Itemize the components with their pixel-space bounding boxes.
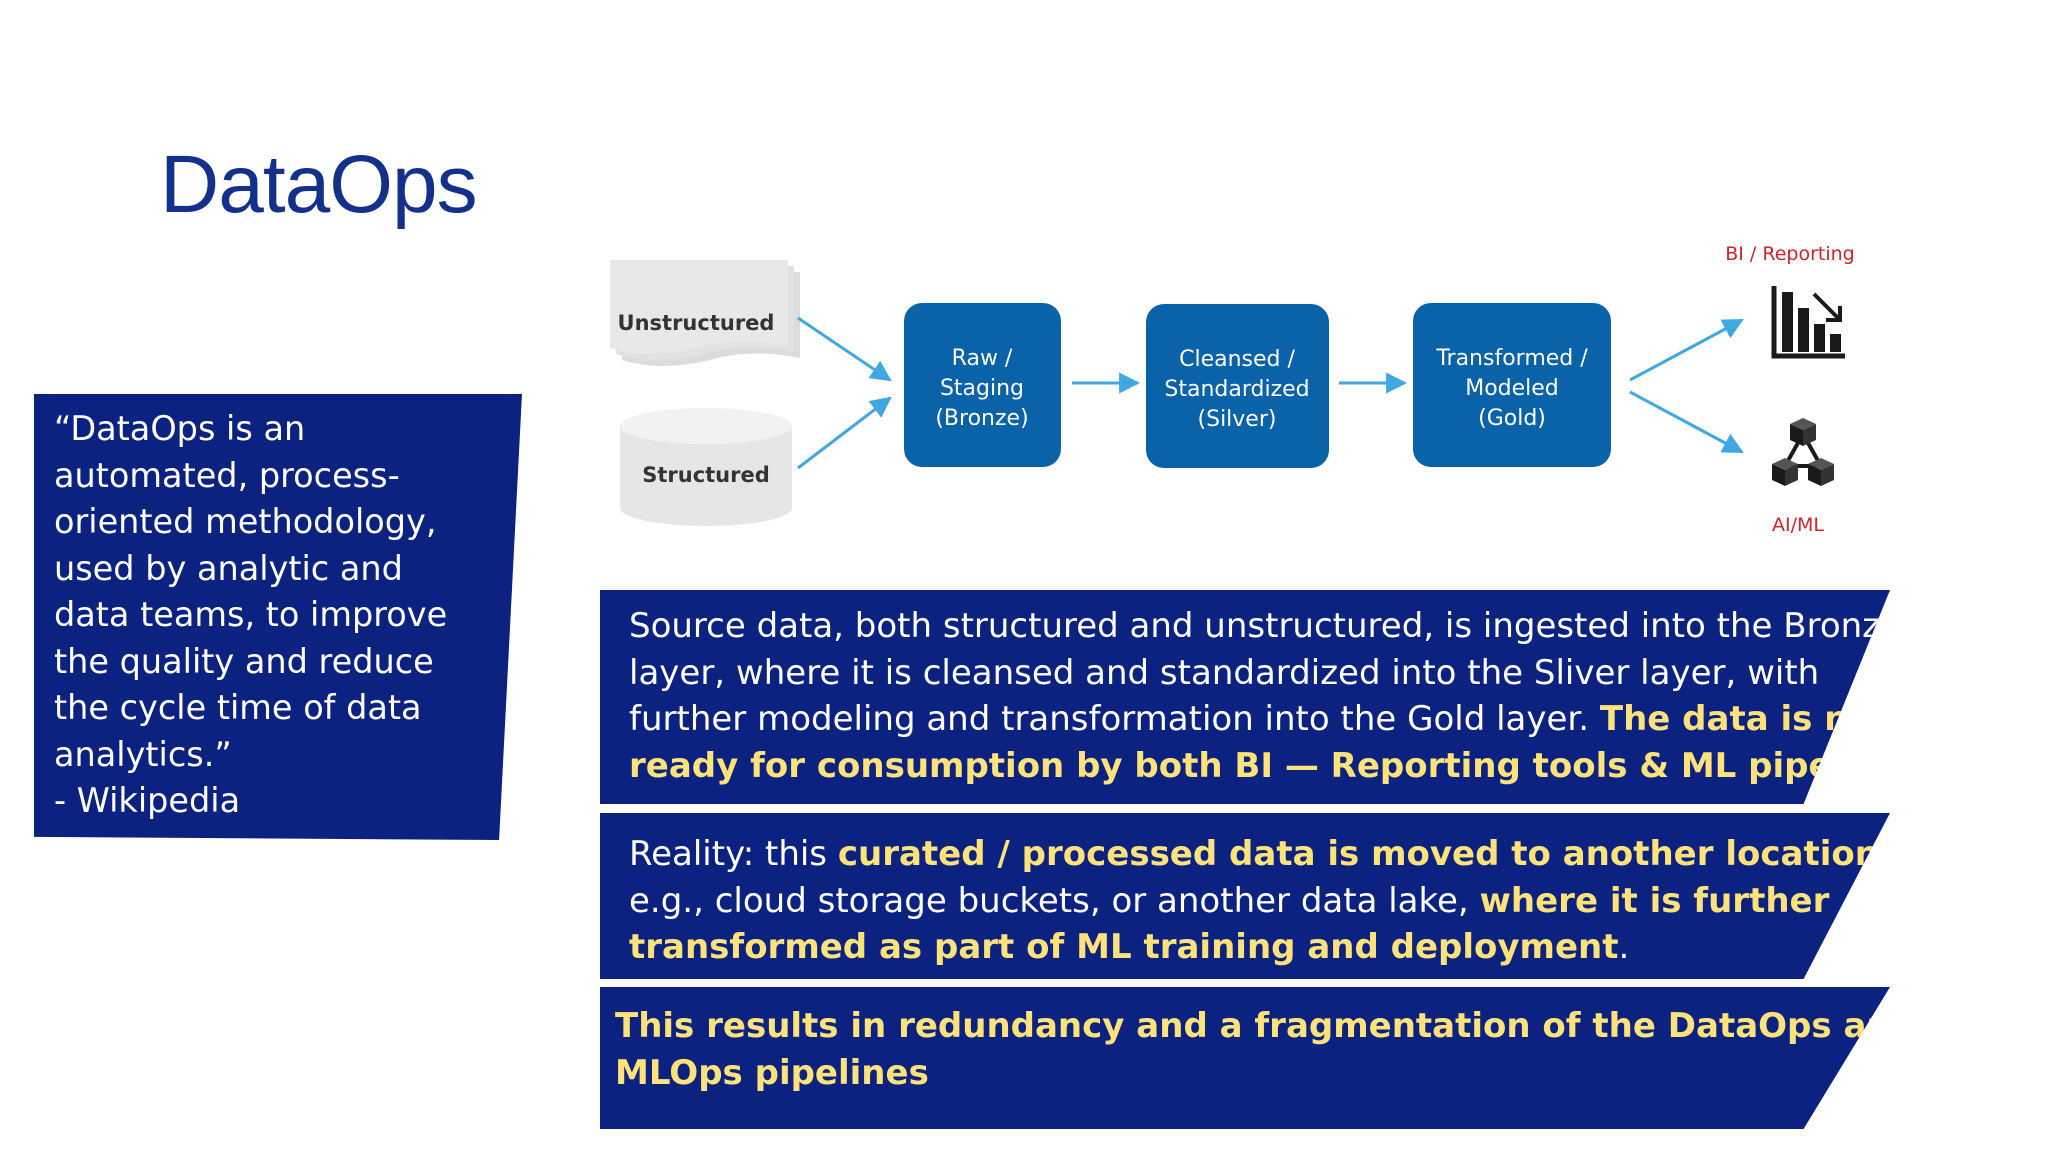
quote-line: “DataOps is an [54, 409, 306, 448]
bar-chart-icon [1771, 286, 1845, 359]
silver-label-3: (Silver) [1198, 407, 1277, 432]
bronze-label-1: Raw / [952, 346, 1013, 371]
network-cubes-icon [1772, 418, 1834, 486]
medallion-architecture-diagram: Unstructured Structured Raw / Staging (B… [610, 243, 1855, 536]
arrow-structured-to-bronze [797, 396, 892, 470]
unstructured-source: Unstructured [610, 260, 800, 366]
arrow-gold-to-aiml [1629, 390, 1744, 454]
quote-box: “DataOps is an automated, process- orien… [34, 394, 522, 840]
gold-label-1: Transformed / [1435, 346, 1588, 371]
stage-bronze: Raw / Staging (Bronze) [904, 303, 1061, 467]
paragraph-highlight: ready for consumption by both BI — Repor… [629, 745, 1936, 786]
bi-reporting-label: BI / Reporting [1725, 243, 1854, 265]
quote-attribution: - Wikipedia [54, 781, 241, 820]
stage-silver: Cleansed / Standardized (Silver) [1146, 304, 1329, 468]
paragraph-line: layer, where it is cleansed and standard… [629, 652, 1820, 693]
paragraph-highlight: This results in redundancy and a fragmen… [615, 1006, 1915, 1046]
explanation-box-medallion: Source data, both structured and unstruc… [600, 590, 1890, 804]
paragraph-text: further modeling and transformation into… [629, 699, 1600, 739]
unstructured-label: Unstructured [618, 311, 775, 335]
silver-label-1: Cleansed / [1179, 347, 1295, 372]
paragraph-line: Reality: this curated / processed data i… [629, 831, 1890, 878]
quote-line: data teams, to improve [54, 595, 448, 634]
gold-label-2: Modeled [1465, 376, 1559, 401]
quote-line: analytics.” [54, 734, 232, 774]
paragraph-highlight: transformed as part of ML training and d… [629, 927, 1619, 967]
silver-label-2: Standardized [1164, 377, 1309, 402]
paragraph-highlight: The data is now [1599, 699, 1904, 739]
slide-title: DataOps [160, 139, 478, 230]
arrow-gold-to-bi [1629, 318, 1744, 382]
gold-label-3: (Gold) [1478, 406, 1546, 431]
quote-line: used by analytic and [54, 548, 403, 588]
paragraph-line: further modeling and transformation into… [629, 696, 1890, 743]
quote-line: the quality and reduce [54, 641, 434, 681]
paragraph-line: Source data, both structured and unstruc… [629, 606, 1901, 646]
arrow-unstructured-to-bronze [797, 316, 892, 382]
paragraph-line: e.g., cloud storage buckets, or another … [629, 878, 1890, 925]
paragraph-text: . [1618, 927, 1630, 967]
paragraph-highlight: curated / processed data is moved to ano… [837, 834, 1879, 874]
paragraph-line: transformed as part of ML training and d… [629, 924, 1890, 971]
explanation-box-conclusion: This results in redundancy and a fragmen… [600, 987, 1890, 1129]
paragraph-text: , [1878, 834, 1890, 874]
paragraph-highlight: where it is further [1479, 880, 1830, 921]
structured-source: Structured [620, 408, 792, 526]
bronze-label-2: Staging [940, 376, 1024, 401]
paragraph-text: Reality: this [629, 834, 838, 874]
stage-gold: Transformed / Modeled (Gold) [1413, 303, 1611, 467]
ai-ml-label: AI/ML [1772, 514, 1824, 536]
bronze-label-3: (Bronze) [935, 406, 1028, 431]
paragraph-highlight: MLOps pipelines [615, 1052, 929, 1093]
explanation-box-reality: Reality: this curated / processed data i… [600, 813, 1890, 979]
paragraph-text: e.g., cloud storage buckets, or another … [629, 880, 1480, 921]
quote-line: oriented methodology, [54, 502, 437, 541]
quote-line: the cycle time of data [54, 688, 422, 727]
structured-label: Structured [642, 463, 770, 487]
quote-line: automated, process- [54, 455, 400, 495]
